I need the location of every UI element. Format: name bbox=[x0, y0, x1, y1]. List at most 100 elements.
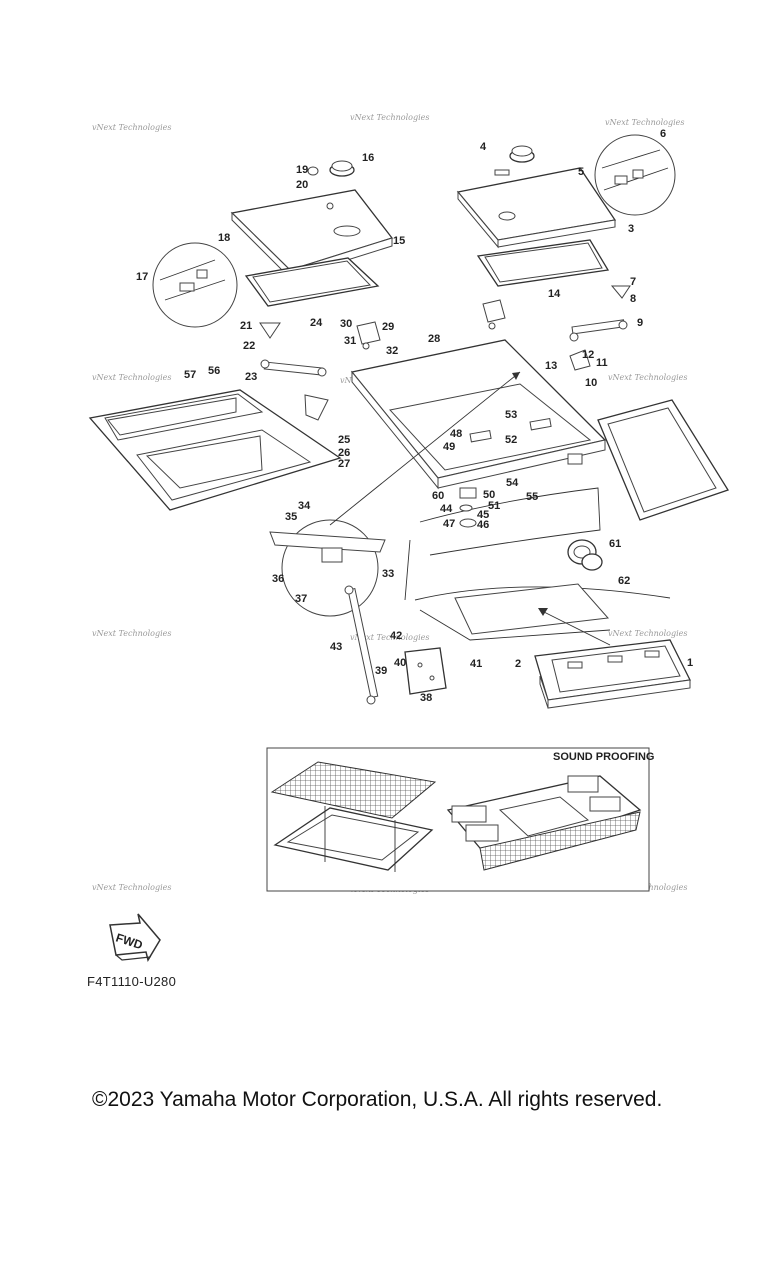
callout-13: 13 bbox=[545, 360, 557, 372]
callout-62: 62 bbox=[618, 575, 630, 587]
callout-46: 46 bbox=[477, 519, 489, 531]
callout-19: 19 bbox=[296, 164, 308, 176]
lower-gas-strut bbox=[344, 585, 379, 705]
lower-bracket bbox=[404, 647, 447, 695]
right-deck-plate-knob bbox=[494, 145, 535, 176]
callout-10: 10 bbox=[585, 377, 597, 389]
drain-plug-assembly bbox=[567, 539, 603, 571]
side-hatch bbox=[597, 399, 729, 521]
storage-tray bbox=[534, 639, 691, 709]
callout-43: 43 bbox=[330, 641, 342, 653]
callout-44: 44 bbox=[440, 503, 453, 515]
callout-17: 17 bbox=[136, 271, 148, 283]
diagram-code: F4T1110-U280 bbox=[87, 974, 177, 989]
callout-40: 40 bbox=[394, 657, 406, 669]
callout-55: 55 bbox=[526, 491, 538, 503]
watermark: vNext Technologies bbox=[608, 629, 687, 638]
callout-16: 16 bbox=[362, 152, 374, 164]
watermark: vNext Technologies bbox=[605, 118, 684, 127]
right-hinge-detail-circle bbox=[594, 134, 676, 216]
callout-25: 25 bbox=[338, 434, 350, 446]
callout-21: 21 bbox=[240, 320, 252, 332]
right-hatch-lid bbox=[456, 167, 617, 249]
callout-31: 31 bbox=[344, 335, 356, 347]
tray-opening bbox=[454, 583, 610, 635]
left-hinge-detail-circle bbox=[152, 242, 238, 328]
callout-3: 3 bbox=[628, 223, 634, 235]
callout-42: 42 bbox=[390, 630, 402, 642]
callout-35: 35 bbox=[285, 511, 297, 523]
callout-1: 1 bbox=[687, 657, 693, 669]
sound-proofing-inset: SOUND PROOFING bbox=[266, 747, 654, 892]
callout-32: 32 bbox=[386, 345, 398, 357]
callout-6: 6 bbox=[660, 128, 666, 140]
callout-50: 50 bbox=[483, 489, 495, 501]
callout-38: 38 bbox=[420, 692, 432, 704]
left-hinge-assembly bbox=[356, 321, 381, 350]
callout-36: 36 bbox=[272, 573, 284, 585]
callout-20: 20 bbox=[296, 179, 308, 191]
callout-2: 2 bbox=[515, 658, 521, 670]
callout-47: 47 bbox=[443, 518, 455, 530]
callout-56: 56 bbox=[208, 365, 220, 377]
tray-arrow bbox=[539, 609, 611, 646]
callout-39: 39 bbox=[375, 665, 387, 677]
left-hatch-lid bbox=[230, 189, 394, 280]
callout-61: 61 bbox=[609, 538, 621, 550]
callout-54: 54 bbox=[506, 477, 519, 489]
callout-22: 22 bbox=[243, 340, 255, 352]
callout-26: 26 bbox=[338, 447, 350, 459]
callout-28: 28 bbox=[428, 333, 440, 345]
right-gas-strut bbox=[569, 285, 631, 371]
callout-51: 51 bbox=[488, 500, 500, 512]
watermark: vNext Technologies bbox=[350, 113, 429, 122]
main-deck-hatch-frame bbox=[350, 339, 607, 490]
callout-37: 37 bbox=[295, 593, 307, 605]
copyright-notice: ©2023 Yamaha Motor Corporation, U.S.A. A… bbox=[92, 1088, 663, 1111]
watermark: vNext Technologies bbox=[92, 123, 171, 132]
watermark: vNext Technologies bbox=[350, 633, 429, 642]
callout-labels: 1 2 3 4 5 6 7 8 9 10 11 12 13 14 15 16 1… bbox=[136, 128, 693, 869]
watermark: vNext Technologies bbox=[92, 373, 171, 382]
callout-9: 9 bbox=[637, 317, 643, 329]
callout-49: 49 bbox=[443, 441, 455, 453]
callout-48: 48 bbox=[450, 428, 462, 440]
watermark: vNext Technologies bbox=[92, 629, 171, 638]
fwd-arrow-icon: FWD bbox=[109, 913, 161, 962]
latch-assembly bbox=[459, 487, 477, 528]
callout-60: 60 bbox=[432, 490, 444, 502]
callout-27: 27 bbox=[338, 458, 350, 470]
callout-12: 12 bbox=[582, 349, 594, 361]
left-deck-plate-knob bbox=[307, 160, 355, 177]
callout-30: 30 bbox=[340, 318, 352, 330]
arrow-head bbox=[538, 608, 548, 616]
arrow-head bbox=[512, 372, 520, 380]
callout-5: 5 bbox=[578, 166, 584, 178]
callout-45: 45 bbox=[477, 509, 489, 521]
callout-24: 24 bbox=[310, 317, 323, 329]
right-lid-seal-inner bbox=[484, 242, 603, 283]
callout-57: 57 bbox=[184, 369, 196, 381]
left-gas-strut bbox=[259, 322, 329, 421]
storage-tub bbox=[88, 389, 342, 511]
watermark: vNext Technologies bbox=[92, 883, 171, 892]
watermark: vNext Technologies bbox=[608, 373, 687, 382]
callout-11: 11 bbox=[596, 357, 608, 369]
callout-18: 18 bbox=[218, 232, 230, 244]
callout-34: 34 bbox=[298, 500, 311, 512]
left-lid-seal-inner bbox=[252, 260, 372, 303]
callout-7: 7 bbox=[630, 276, 636, 288]
callout-33: 33 bbox=[382, 568, 394, 580]
callout-29: 29 bbox=[382, 321, 394, 333]
callout-14: 14 bbox=[548, 288, 561, 300]
callout-4: 4 bbox=[480, 141, 487, 153]
right-hinge-assembly bbox=[482, 299, 506, 330]
callout-52: 52 bbox=[505, 434, 517, 446]
hull-outline bbox=[404, 487, 671, 641]
callout-41: 41 bbox=[470, 658, 482, 670]
inset-title: SOUND PROOFING bbox=[553, 751, 654, 763]
callout-8: 8 bbox=[630, 293, 636, 305]
callout-23: 23 bbox=[245, 371, 257, 383]
callout-15: 15 bbox=[393, 235, 405, 247]
